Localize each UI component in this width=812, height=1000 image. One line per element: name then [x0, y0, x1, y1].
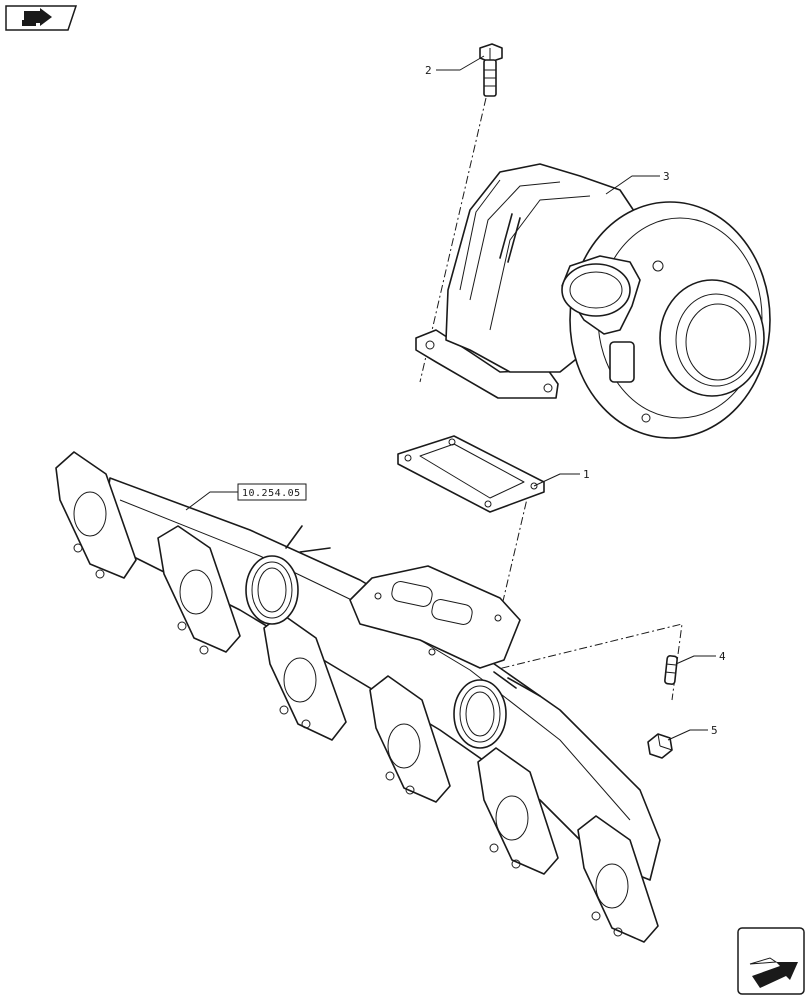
reference-link[interactable]: 10.254.05	[237, 483, 307, 501]
stud-part	[664, 655, 678, 685]
gasket-part	[397, 435, 545, 513]
callout-1: 1	[583, 468, 590, 481]
bolt-part	[479, 43, 503, 97]
callout-2: 2	[425, 64, 432, 77]
bellows-joint-1	[245, 525, 331, 625]
turbocharger-part	[415, 163, 771, 439]
bellows-joint-2	[453, 671, 541, 749]
next-page-arrow-icon[interactable]	[737, 927, 805, 995]
leader-lines	[185, 55, 716, 741]
callout-5: 5	[711, 724, 718, 737]
book-arrow-icon[interactable]	[5, 5, 78, 31]
exhaust-manifold	[55, 451, 661, 943]
reference-label[interactable]: 10.254.05	[242, 488, 301, 499]
nut-part	[647, 733, 673, 759]
callout-3: 3	[663, 170, 670, 183]
callout-4: 4	[719, 650, 726, 663]
